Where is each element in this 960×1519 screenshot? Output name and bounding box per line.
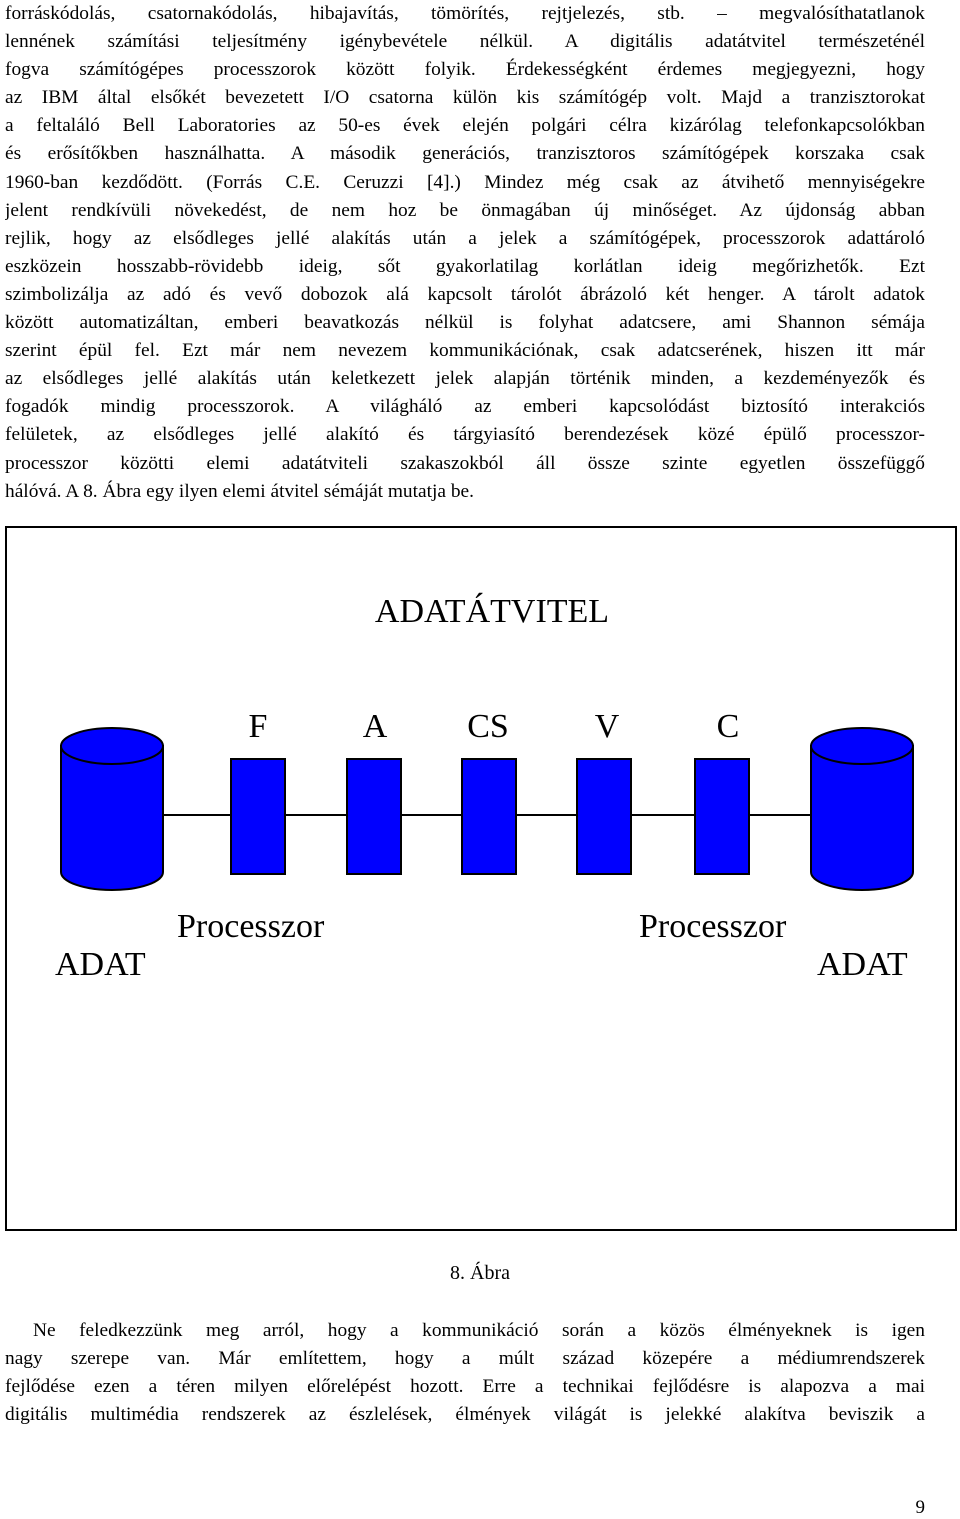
data-transfer-diagram: ADATÁTVITEL F A CS V C (55, 593, 914, 983)
paragraph-line: szerint épül fel. Ezt már nem nevezem ko… (5, 340, 925, 362)
stage-label-v: V (595, 708, 620, 745)
body-paragraph-bottom: Ne feledkezzünk meg arról, hogy a kommun… (5, 1317, 925, 1429)
paragraph-line: lennének számítási teljesítmény igénybev… (5, 31, 925, 53)
left-storage-cylinder-icon (60, 727, 164, 891)
paragraph-line: az IBM által elsőkét bevezetett I/O csat… (5, 87, 925, 109)
paragraph-line: digitális multimédia rendszerek az észle… (5, 1404, 925, 1426)
paragraph-line: fejlődése ezen a téren milyen előrelépés… (5, 1376, 925, 1398)
paragraph-line: a feltaláló Bell Laboratories az 50-es é… (5, 115, 925, 137)
stage-box-f (230, 758, 286, 875)
paragraph-line: Ne feledkezzünk meg arról, hogy a kommun… (33, 1320, 925, 1341)
stage-box-v (576, 758, 632, 875)
figure-caption: 8. Ábra (450, 1262, 510, 1284)
stage-label-cs: CS (467, 708, 509, 745)
paragraph-line: eszközein hosszabb-rövidebb ideig, sőt g… (5, 255, 925, 277)
paragraph-line: nagy szerepe van. Már említettem, hogy a… (5, 1348, 925, 1370)
stage-box-a (346, 758, 402, 875)
paragraph-line: és erősítőkben használhatta. A második g… (5, 143, 925, 165)
paragraph-line: 1960-ban kezdődött. (Forrás C.E. Ceruzzi… (5, 171, 925, 193)
figure-frame: ADATÁTVITEL F A CS V C (5, 526, 957, 1231)
paragraph-line: hálóvá. A 8. Ábra egy ilyen elemi átvite… (5, 480, 475, 502)
body-paragraph-top: forráskódolás, csatornakódolás, hibajaví… (5, 0, 925, 506)
paragraph-line: fogva számítógépes processzorok között f… (5, 59, 925, 81)
paragraph-line: az elsődleges jellé alakítás után keletk… (5, 368, 925, 390)
paragraph-line: jelent rendkívüli növekedést, de nem hoz… (5, 199, 925, 221)
paragraph-line: processzor közötti elemi adatátviteli sz… (5, 452, 925, 474)
paragraph-line: rejlik, hogy az elsődleges jellé alakítá… (5, 227, 925, 249)
paragraph-line: között automatizáltan, emberi beavatkozá… (5, 312, 925, 334)
left-data-label: ADAT (55, 946, 146, 983)
stage-label-c: C (717, 708, 740, 745)
right-storage-cylinder-icon (810, 727, 914, 891)
paragraph-line: fogadók mindig processzorok. A világháló… (5, 396, 925, 418)
stage-label-f: F (249, 708, 268, 745)
right-processor-label: Processzor (639, 908, 787, 945)
stage-box-cs (461, 758, 517, 875)
stage-box-c (694, 758, 750, 875)
left-processor-label: Processzor (177, 908, 325, 945)
page-number: 9 (915, 1497, 926, 1518)
paragraph-line: szimbolizálja az adó és vevő dobozok alá… (5, 283, 925, 305)
paragraph-line: forráskódolás, csatornakódolás, hibajaví… (5, 3, 925, 24)
right-data-label: ADAT (817, 946, 908, 983)
paragraph-line: felületek, az elsődleges jellé alakító é… (5, 424, 925, 446)
stage-label-a: A (363, 708, 388, 745)
diagram-title: ADATÁTVITEL (375, 593, 609, 630)
